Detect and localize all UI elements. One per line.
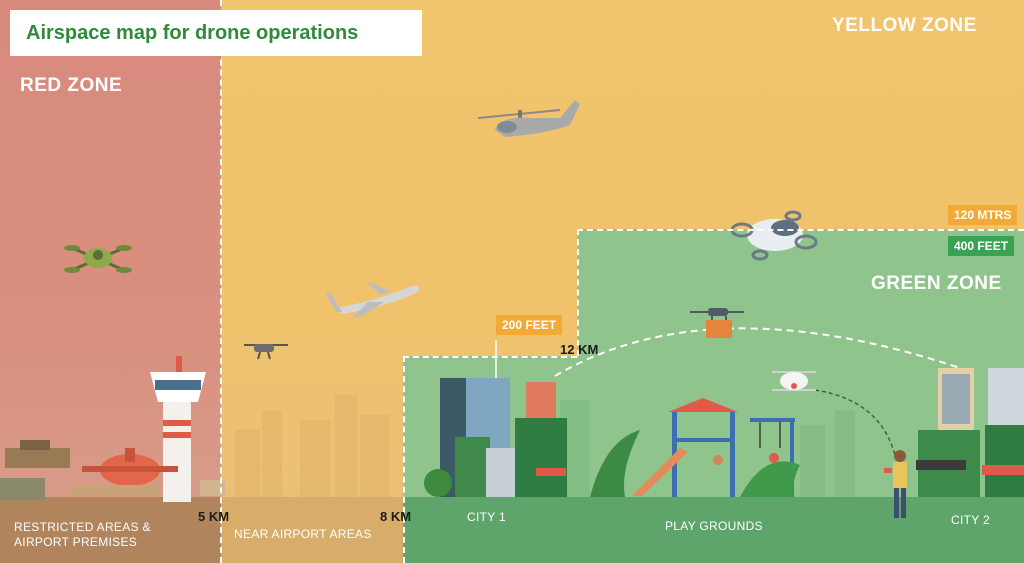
title-box: Airspace map for drone operations (10, 10, 422, 56)
red-yellow-boundary (220, 0, 222, 563)
background-skyline (235, 395, 390, 497)
city-1-label: CITY 1 (467, 510, 506, 525)
white-drone-green-zone (772, 372, 816, 390)
distance-8km: 8 KM (380, 509, 411, 524)
helicopter (478, 100, 580, 137)
city-1-buildings (424, 340, 567, 497)
page-title: Airspace map for drone operations (26, 22, 358, 45)
green-zone-label: GREEN ZONE (871, 273, 1002, 295)
altitude-400ft-line (577, 229, 1024, 231)
small-drone-near-airport (244, 344, 288, 359)
air-taxi (732, 212, 816, 259)
altitude-200ft-line (403, 356, 577, 358)
quadcopter-drone-red-zone (64, 245, 132, 273)
red-zone-label: RED ZONE (20, 75, 122, 97)
drone-operator-person (884, 450, 907, 518)
near-airport-label: NEAR AIRPORT AREAS (234, 527, 372, 542)
upper-green-boundary (577, 229, 579, 356)
control-tower (150, 356, 206, 502)
passenger-airplane (326, 282, 419, 318)
altitude-tag-200ft: 200 FEET (496, 315, 562, 335)
play-grounds-label: PLAY GROUNDS (665, 519, 763, 534)
restricted-areas-label: RESTRICTED AREAS & AIRPORT PREMISES (14, 520, 151, 550)
distance-5km: 5 KM (198, 509, 229, 524)
delivery-drone (690, 308, 744, 338)
playground-equipment (590, 398, 800, 497)
flight-path-arc (555, 328, 960, 376)
altitude-tag-400ft: 400 FEET (948, 236, 1014, 256)
city-2-buildings (916, 368, 1024, 497)
city-2-label: CITY 2 (951, 513, 990, 528)
lower-green-boundary (403, 356, 405, 563)
altitude-tag-120m: 120 MTRS (948, 205, 1017, 225)
distance-12km: 12 KM (560, 342, 598, 357)
yellow-zone-label: YELLOW ZONE (832, 15, 977, 37)
